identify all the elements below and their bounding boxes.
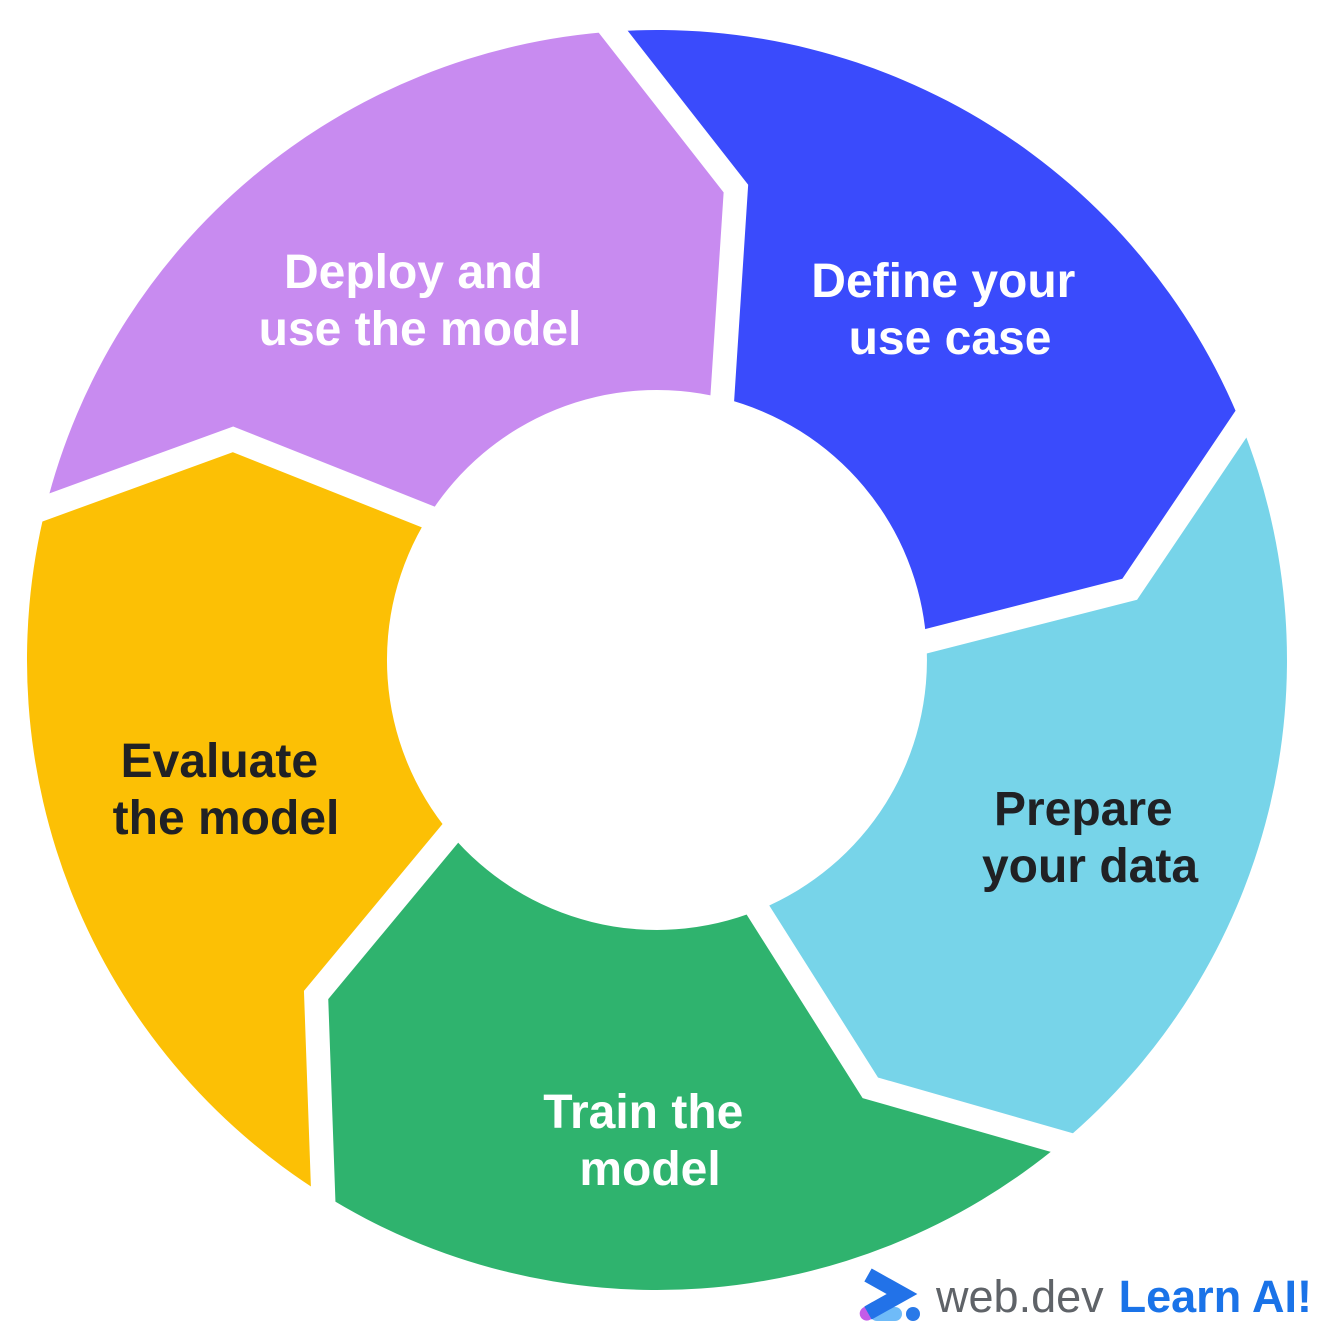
segment-label-define: Define your use case	[811, 255, 1088, 365]
segment-label-prepare: Prepare your data	[982, 783, 1198, 893]
segment-label-line: use the model	[259, 303, 582, 356]
segment-arrow-define	[613, 29, 1242, 642]
segment-evaluate-model: Evaluate the model	[26, 439, 451, 1195]
segment-label-line: model	[579, 1143, 720, 1196]
segment-label-evaluate: Evaluate the model	[113, 735, 340, 845]
segment-arrow-train	[316, 833, 1063, 1291]
segment-label-line: the model	[113, 792, 340, 845]
segment-label-train: Train the model	[543, 1086, 756, 1196]
segment-label-line: Define your	[811, 255, 1075, 308]
segment-deploy-model: Deploy and use the model	[45, 31, 736, 517]
segment-separator	[715, 853, 1123, 1171]
segment-separator	[303, 779, 498, 1255]
segment-separator	[0, 426, 489, 551]
campaign-label: Learn AI!	[1118, 1271, 1312, 1322]
logo-dot	[906, 1307, 921, 1321]
segment-train-model: Train the model	[316, 833, 1063, 1291]
segment-separators	[0, 0, 1275, 1254]
segment-prepare-data: Prepare your data	[758, 424, 1287, 1143]
segment-define-use-case: Define your use case	[613, 29, 1242, 642]
segment-arrow-evaluate	[26, 439, 451, 1195]
logo-chevron	[864, 1268, 918, 1320]
brand-name: web.dev	[936, 1271, 1104, 1322]
segment-separator	[865, 367, 1285, 668]
segment-separator	[573, 0, 749, 459]
footer-brand: web.dev Learn AI!	[858, 1268, 1312, 1326]
web-dev-logo-icon	[859, 1268, 921, 1321]
segment-label-deploy: Deploy and use the model	[259, 246, 582, 356]
segment-label-line: Evaluate	[121, 735, 318, 788]
segment-label-line: Train the	[543, 1086, 743, 1139]
segment-label-line: use case	[849, 312, 1052, 365]
segment-arrow-deploy	[45, 31, 736, 517]
segment-label-line: your data	[982, 840, 1198, 893]
segment-label-line: Prepare	[994, 783, 1173, 836]
segment-arrow-prepare	[758, 424, 1287, 1143]
segment-label-line: Deploy and	[284, 246, 543, 299]
